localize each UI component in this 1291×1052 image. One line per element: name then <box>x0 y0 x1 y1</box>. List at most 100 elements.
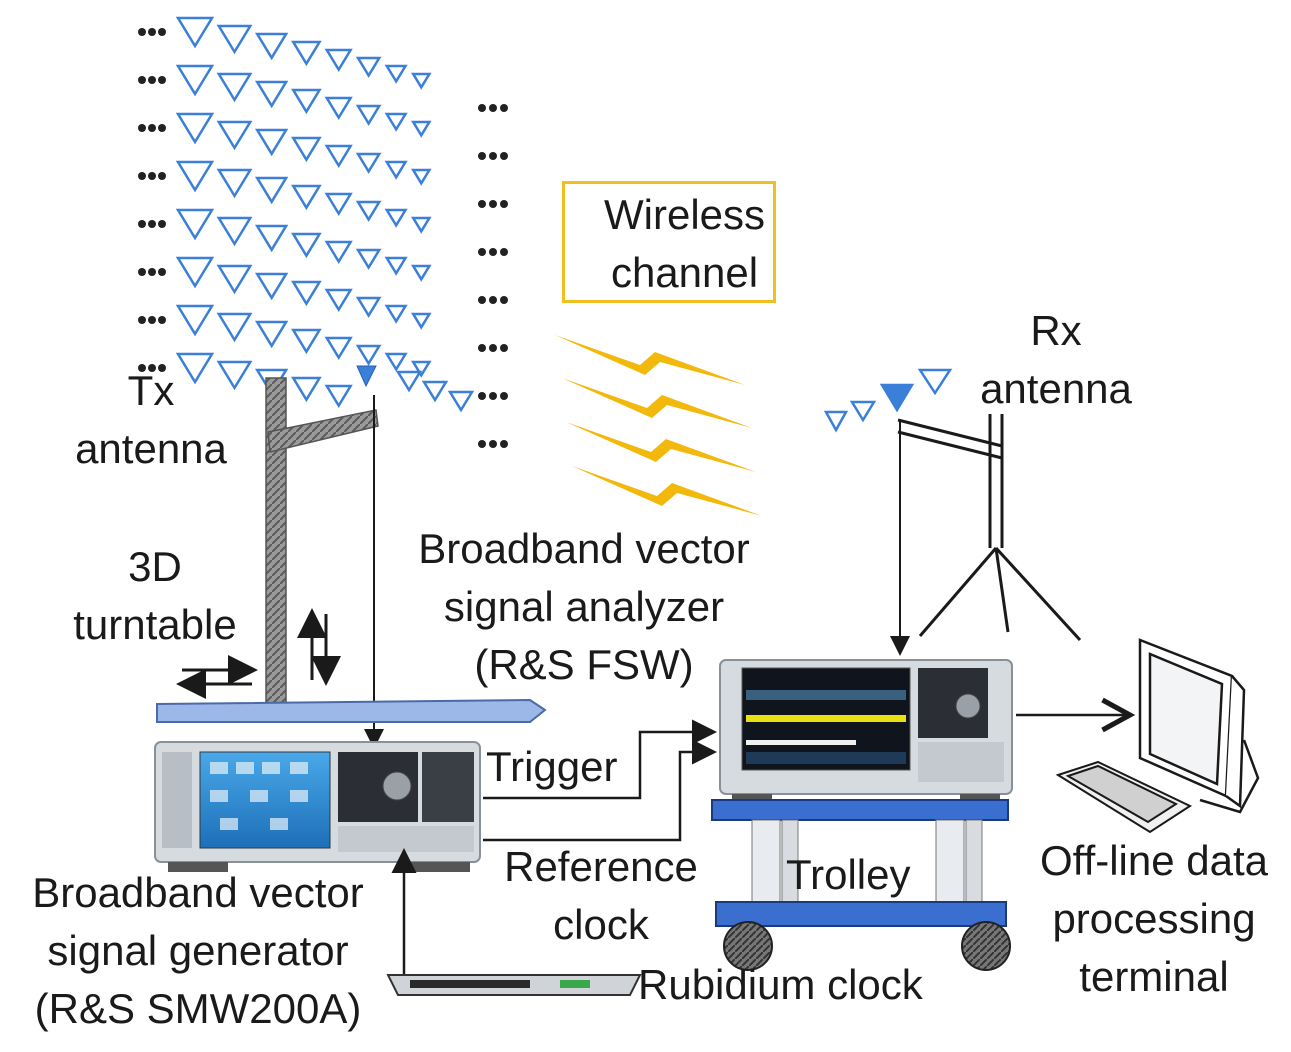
array-dot <box>158 364 166 372</box>
array-dot <box>138 172 146 180</box>
antenna-element-icon <box>290 184 322 211</box>
array-dot <box>478 344 486 352</box>
array-dot <box>500 200 508 208</box>
array-dot <box>489 200 497 208</box>
antenna-element-icon <box>355 344 382 366</box>
array-dot <box>478 104 486 112</box>
array-dot <box>489 392 497 400</box>
wireless-channel-label: Wireless channel <box>604 186 765 302</box>
array-dot <box>500 392 508 400</box>
reference-clock-label-line2: clock <box>553 901 649 948</box>
antenna-element-icon <box>324 48 353 73</box>
trolley-label: Trolley <box>786 846 910 904</box>
rx-antenna-label: Rx antenna <box>960 302 1152 418</box>
array-dot <box>500 152 508 160</box>
antenna-element-icon <box>290 376 322 403</box>
turntable-label: 3D turntable <box>52 538 258 654</box>
array-dot <box>478 200 486 208</box>
antenna-element-icon <box>216 120 253 151</box>
antenna-element-icon <box>410 312 432 330</box>
array-dot <box>148 364 156 372</box>
rx-antenna-array-icon <box>823 368 953 433</box>
array-dot <box>158 76 166 84</box>
antenna-element-icon <box>355 152 382 174</box>
antenna-element-icon <box>290 136 322 163</box>
tx-antenna-label-line2: antenna <box>75 425 227 472</box>
antenna-element-icon <box>216 24 253 55</box>
vsa-label-line3: (R&S FSW) <box>474 641 694 688</box>
antenna-element-icon <box>290 40 322 67</box>
array-dot <box>158 220 166 228</box>
antenna-element-icon <box>384 256 408 276</box>
vsa-label: Broadband vector signal analyzer (R&S FS… <box>382 520 786 694</box>
turntable-platform <box>156 608 547 723</box>
wireless-channel-label-line1: Wireless <box>604 191 766 238</box>
antenna-element-icon <box>395 370 423 393</box>
antenna-element-icon <box>384 112 408 132</box>
array-dot <box>148 268 156 276</box>
antenna-element-icon <box>410 216 432 234</box>
array-dot <box>478 296 486 304</box>
antenna-element-icon <box>175 304 215 337</box>
array-dot <box>138 316 146 324</box>
vsg-label-line3: (R&S SMW200A) <box>34 985 362 1032</box>
antenna-element-icon <box>216 312 253 343</box>
wireless-channel-box <box>562 181 776 303</box>
antenna-element-icon <box>175 208 215 241</box>
array-dot <box>478 248 486 256</box>
terminal-label-line2: processing <box>1052 895 1256 942</box>
antenna-element-icon <box>216 264 253 295</box>
antenna-element-icon <box>290 328 322 355</box>
antenna-element-icon <box>410 72 432 90</box>
antenna-element-icon <box>384 304 408 324</box>
antenna-element-icon <box>447 390 475 413</box>
antenna-element-icon <box>355 200 382 222</box>
array-dot <box>478 152 486 160</box>
antenna-element-icon <box>355 56 382 78</box>
antenna-element-icon <box>324 144 353 169</box>
computer-monitor-icon <box>1138 638 1260 814</box>
array-dot <box>500 248 508 256</box>
array-dot <box>148 172 156 180</box>
array-dot <box>138 220 146 228</box>
array-dot <box>148 28 156 36</box>
reference-clock-label-line1: Reference <box>504 843 698 890</box>
array-dot <box>489 440 497 448</box>
vsg-label-line1: Broadband vector <box>32 869 364 916</box>
signal-analyzer-icon <box>719 659 1013 802</box>
rubidium-clock-label-text: Rubidium clock <box>638 961 923 1008</box>
antenna-element-icon <box>216 72 253 103</box>
antenna-element-icon <box>216 360 253 391</box>
rubidium-clock-icon <box>386 974 642 996</box>
trigger-cable <box>483 719 717 800</box>
antenna-element-icon <box>254 176 289 205</box>
array-dot <box>478 440 486 448</box>
antenna-element-icon <box>324 96 353 121</box>
array-dot <box>138 76 146 84</box>
array-dot <box>500 440 508 448</box>
antenna-element-icon <box>216 216 253 247</box>
antenna-element-icon <box>290 280 322 307</box>
array-dot <box>158 316 166 324</box>
trigger-label-text: Trigger <box>486 743 618 790</box>
antenna-element-icon <box>355 248 382 270</box>
array-dot <box>489 104 497 112</box>
antenna-element-icon <box>384 160 408 180</box>
antenna-element-icon <box>175 352 215 385</box>
rx-mast <box>897 414 1082 642</box>
reference-clock-cable <box>483 739 717 842</box>
antenna-element-icon <box>324 336 353 361</box>
array-dot <box>158 28 166 36</box>
vsa-label-line1: Broadband vector <box>418 525 750 572</box>
array-dot <box>489 152 497 160</box>
terminal-label-line1: Off-line data <box>1039 837 1269 884</box>
turntable-label-line2: turntable <box>73 601 237 648</box>
tx-mast <box>265 365 379 709</box>
antenna-element-icon <box>290 88 322 115</box>
antenna-element-icon <box>355 104 382 126</box>
array-dot <box>500 104 508 112</box>
antenna-element-icon <box>175 16 215 49</box>
antenna-element-icon <box>254 272 289 301</box>
array-dot <box>500 296 508 304</box>
